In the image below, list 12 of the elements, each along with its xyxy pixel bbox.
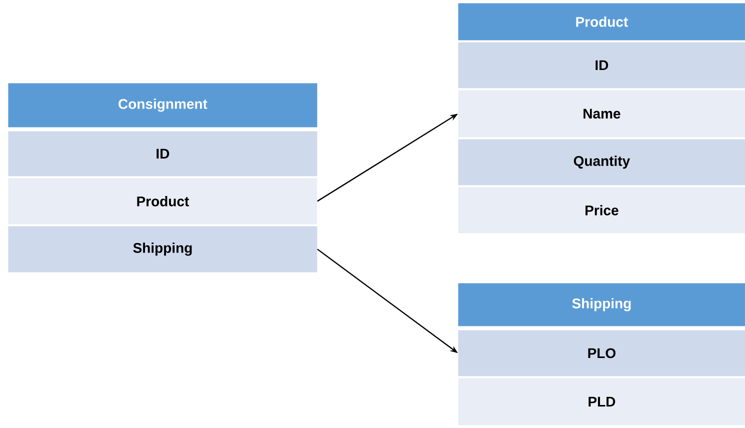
table-row: Name — [458, 90, 745, 138]
table-header: Consignment — [8, 83, 318, 128]
table-header: Shipping — [458, 283, 745, 326]
table-row: PLD — [458, 378, 745, 426]
table-row: ID — [8, 131, 318, 176]
table-row: PLO — [458, 330, 745, 376]
table-row: Shipping — [8, 226, 318, 272]
table-row: Price — [458, 187, 745, 234]
table-row: Product — [8, 178, 318, 224]
table-row: ID — [458, 42, 745, 88]
table-header: Product — [458, 3, 745, 40]
table-row: Quantity — [458, 139, 745, 186]
